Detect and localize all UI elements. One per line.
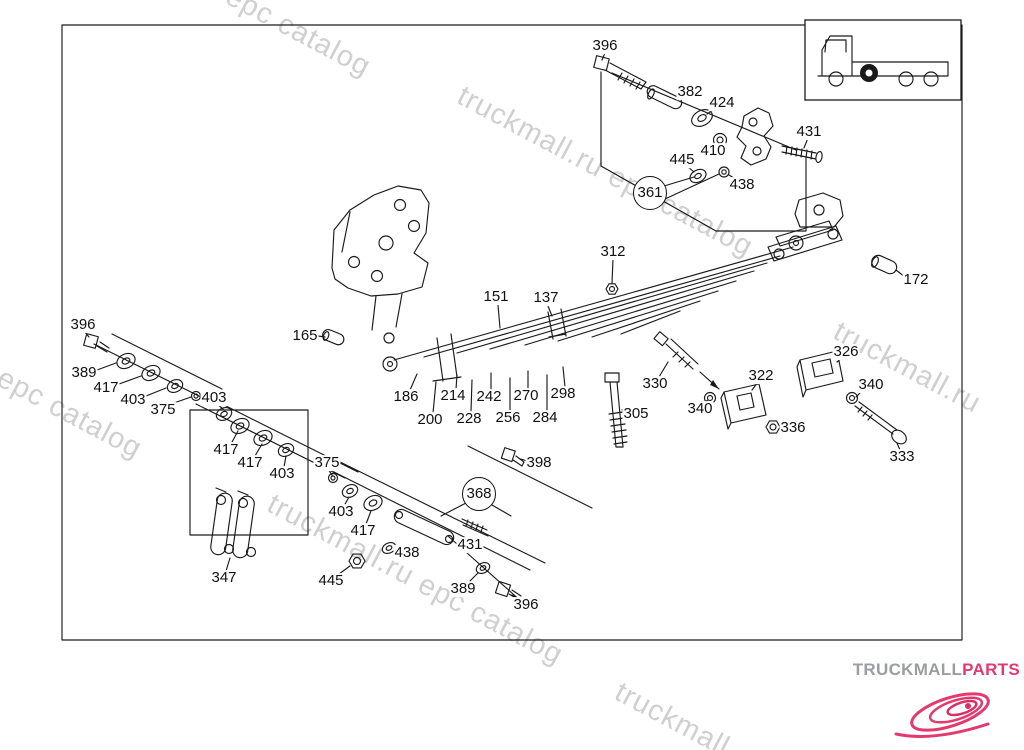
bracket-322 <box>720 383 767 430</box>
truckmall-logo: TRUCKMALLPARTS <box>840 660 1020 744</box>
spring-pin-431 <box>781 145 823 163</box>
front-hanger-bracket <box>331 185 430 344</box>
leader-lines <box>83 52 906 601</box>
bushing-165 <box>322 329 345 346</box>
leaf-spring <box>382 235 804 382</box>
nut-445-bottom <box>348 553 366 569</box>
lower-washer-chain <box>327 472 522 601</box>
washer-445-top <box>689 168 707 184</box>
logo-brand-text: TRUCKMALL <box>852 660 963 679</box>
bolt-305 <box>604 372 628 448</box>
bolt-396-top <box>593 55 647 90</box>
bolt-333 <box>854 401 907 445</box>
washer-438-top <box>718 166 730 178</box>
truck-side-view-icon <box>817 35 949 87</box>
logo-accent-text: PARTS <box>962 660 1020 679</box>
grease-fitting-398 <box>500 447 525 467</box>
pin-382 <box>646 85 683 110</box>
spring-clips <box>432 308 567 382</box>
arrowhead <box>710 380 719 389</box>
logo-swirl-icon <box>894 692 990 738</box>
shackle-knuckle <box>736 107 774 166</box>
truck-thumbnail <box>804 19 962 101</box>
washer-424 <box>691 109 713 127</box>
washer-340-left <box>703 391 717 405</box>
left-washer-group-2 <box>215 406 295 458</box>
construction-lines <box>93 71 807 603</box>
left-washer-group-1 <box>83 333 202 402</box>
washer-410 <box>712 132 728 148</box>
center-nut-312 <box>605 283 619 295</box>
washer-340-right <box>845 391 859 405</box>
shackle-347 <box>210 487 257 559</box>
front-spring-eye <box>382 356 398 372</box>
nut-336 <box>765 420 781 434</box>
thumbnail-frame <box>804 19 962 101</box>
diagram-border <box>61 24 963 641</box>
logo-text: TRUCKMALLPARTS <box>840 660 1020 680</box>
rear-shackle <box>767 192 844 262</box>
link-plate-431 <box>393 508 489 546</box>
bracket-326 <box>796 350 844 398</box>
roller-172 <box>871 254 898 275</box>
grease-fitting-396-top-left <box>83 333 99 349</box>
bolt-330 <box>653 331 720 390</box>
